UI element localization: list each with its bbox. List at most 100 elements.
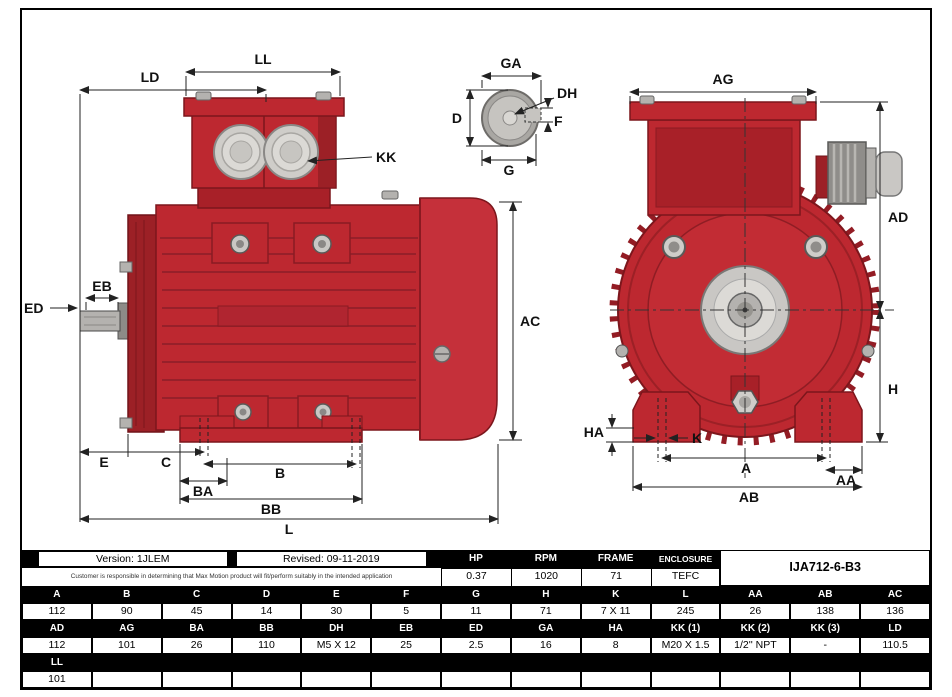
dim-header-cell: AB: [790, 586, 861, 603]
dim-header-cell: C: [161, 586, 232, 603]
fan-cover: [419, 197, 498, 441]
dim-label-ad: AD: [888, 209, 908, 225]
dim-value-cell-empty: [91, 671, 162, 688]
body-mid-slot: [217, 305, 349, 327]
base-plate: [179, 427, 363, 443]
cable-gland-right: [263, 124, 319, 180]
shaft-end-detail: [481, 89, 542, 147]
dim-header-cell: K: [580, 586, 651, 603]
dim-header-cell: E: [301, 586, 372, 603]
dim-value-cell: 112: [22, 637, 92, 654]
dim-label-k: K: [692, 430, 702, 446]
dim-value-cell: 14: [231, 603, 302, 620]
foot-left-front-view: [632, 391, 701, 443]
dim-header-cell-empty: [860, 654, 930, 671]
dim-header-cell-empty: [91, 654, 162, 671]
dimension-annotations-side: LL LD KK ED EB AC E C: [24, 51, 540, 537]
dim-value-cell-empty: [441, 671, 511, 688]
dim-value-cell-empty: [161, 671, 232, 688]
dim-label-dh: DH: [557, 85, 577, 101]
fan-cover-top-screw: [381, 190, 399, 200]
dim-value-cell: 110.5: [860, 637, 930, 654]
dim-value-cell: 71: [510, 603, 581, 620]
dim-header-cell: BA: [161, 620, 232, 637]
dim-header-cell: F: [371, 586, 442, 603]
dim-header-cell-empty: [720, 654, 791, 671]
dim-value-cell: 245: [650, 603, 721, 620]
dim-header-cell-empty: [650, 654, 721, 671]
side-screw-left: [615, 344, 629, 358]
dim-label-ac: AC: [520, 313, 540, 329]
dim-header-cell-empty: [371, 654, 442, 671]
dim-header-cell-empty: [790, 654, 861, 671]
dim-value-cell-empty: [720, 671, 791, 688]
dim-header-cell: G: [441, 586, 511, 603]
dim-header-cell: AC: [860, 586, 930, 603]
dim-value-cell: 8: [580, 637, 651, 654]
dim-header-cell: DH: [301, 620, 372, 637]
dim-header-cell: HA: [580, 620, 651, 637]
dimension-annotations-front: AG AD H HA K A: [584, 71, 908, 505]
frame-value: 71: [580, 568, 651, 586]
dim-label-g: G: [504, 162, 515, 178]
rpm-value: 1020: [510, 568, 581, 586]
dim-header-cell: GA: [510, 620, 581, 637]
dim-value-cell: 16: [510, 637, 581, 654]
technical-drawing-area: LL LD KK ED EB AC E C: [22, 10, 930, 550]
dim-value-cell: 26: [161, 637, 232, 654]
technical-drawing: LL LD KK ED EB AC E C: [24, 51, 908, 537]
terminal-box-flange: [183, 97, 345, 117]
dim-label-ld: LD: [141, 69, 160, 85]
dim-value-cell: 11: [441, 603, 511, 620]
dim-header-cell-empty: [301, 654, 372, 671]
dim-header-cell: AG: [91, 620, 162, 637]
dim-label-c: C: [161, 454, 171, 470]
dim-label-ab: AB: [739, 489, 759, 505]
dim-value-cell-empty: [860, 671, 930, 688]
dim-label-eb: EB: [92, 278, 111, 294]
dim-value-cell: M20 X 1.5: [650, 637, 721, 654]
dim-header-cell: AD: [22, 620, 92, 637]
dim-value-cell: M5 X 12: [301, 637, 372, 654]
dim-value-cell: 5: [371, 603, 442, 620]
dim-label-d: D: [452, 110, 462, 126]
dim-header-cell: L: [650, 586, 721, 603]
enclosure-value: TEFC: [650, 568, 721, 586]
dim-header-cell-empty: [580, 654, 651, 671]
dim-label-l: L: [285, 521, 294, 537]
dim-value-cell: 136: [860, 603, 930, 620]
endbell-bolt-top: [119, 261, 133, 273]
disclaimer-text: Customer is responsible in determining t…: [22, 568, 442, 586]
cable-gland-left: [213, 124, 269, 180]
dim-value-cell: 101: [22, 671, 92, 688]
dim-value-cell: 26: [720, 603, 791, 620]
dim-value-cell: 7 X 11: [580, 603, 651, 620]
flange-screw-left: [195, 91, 212, 101]
dim-label-kk: KK: [376, 149, 396, 165]
dim-label-ag: AG: [713, 71, 734, 87]
dim-label-ga: GA: [501, 55, 522, 71]
motor-side-view: [79, 91, 498, 443]
dim-header-cell: D: [231, 586, 302, 603]
dim-header-cell: H: [510, 586, 581, 603]
dim-header-cell: LL: [22, 654, 92, 671]
dim-label-h: H: [888, 381, 898, 397]
flange-screw-front-right: [791, 95, 807, 105]
dim-header-cell: BB: [231, 620, 302, 637]
dim-label-ll: LL: [254, 51, 272, 67]
dim-value-cell: 2.5: [441, 637, 511, 654]
face-bolt-right: [804, 235, 828, 259]
version-cell: Version: 1JLEM: [38, 551, 228, 567]
info-band: Version: 1JLEM Revised: 09-11-2019 HP RP…: [22, 550, 930, 586]
dim-value-cell-empty: [790, 671, 861, 688]
dim-header-cell: KK (1): [650, 620, 721, 637]
side-screw-right: [861, 344, 875, 358]
dim-value-cell-empty: [231, 671, 302, 688]
dim-value-cell-empty: [580, 671, 651, 688]
dim-value-cell: 112: [22, 603, 92, 620]
dim-value-cell: 90: [91, 603, 162, 620]
dim-header-cell: ED: [441, 620, 511, 637]
dim-value-cell: 138: [790, 603, 861, 620]
dim-header-cell: KK (3): [790, 620, 861, 637]
motor-front-view: [609, 95, 903, 478]
